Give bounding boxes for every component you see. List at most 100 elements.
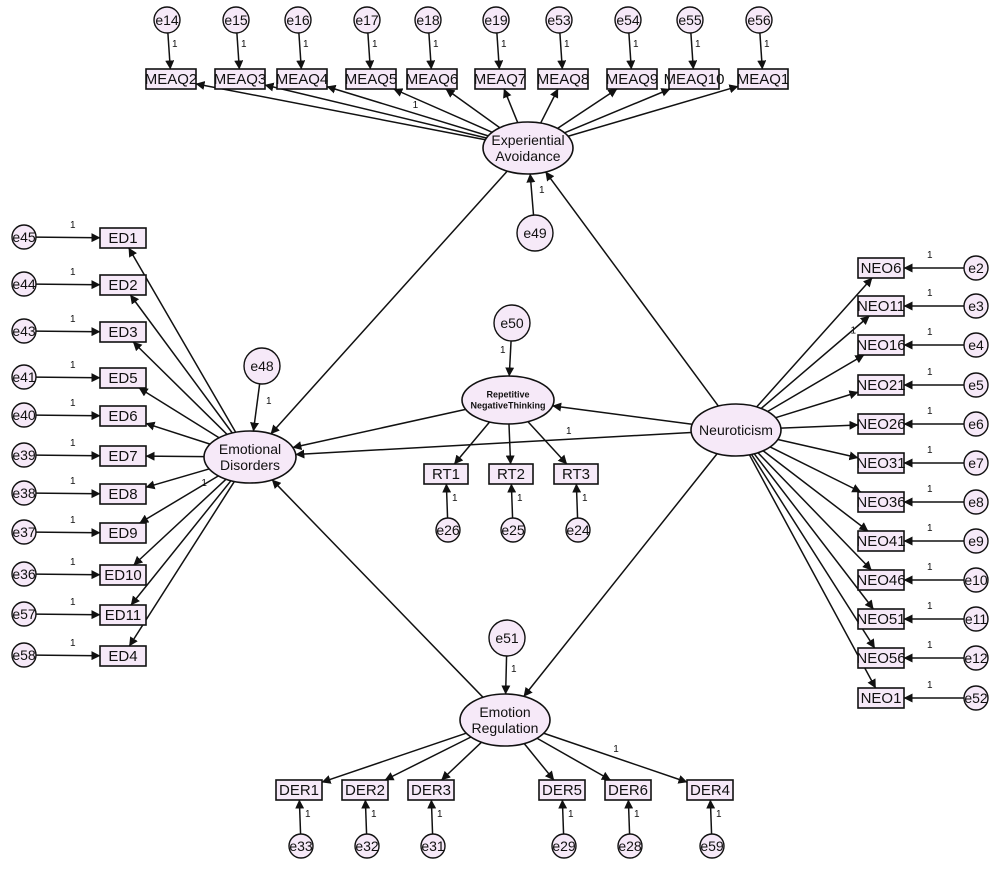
indicator-neo11-label: NEO11	[857, 298, 905, 315]
arrow-e43	[35, 327, 101, 337]
loading-neo6	[756, 277, 873, 408]
indicator-ed5-label: ED5	[108, 370, 137, 387]
arrow-e44	[35, 280, 101, 290]
arrow-e28	[624, 799, 634, 835]
indicator-rt2-label: RT2	[497, 466, 525, 483]
error-e8-label: e8	[968, 494, 984, 510]
weight-e58: 1	[70, 638, 76, 649]
indicator-ed10-label: ED10	[104, 567, 142, 584]
weight-e43: 1	[70, 314, 76, 325]
arrow-e32	[361, 799, 371, 835]
error-e28-label: e28	[618, 838, 642, 854]
indicator-ed6: ED6	[99, 405, 147, 427]
indicator-ed2: ED2	[99, 274, 147, 296]
indicator-neo56: NEO56	[856, 647, 906, 669]
indicator-neo6-box	[857, 257, 905, 279]
error-e38: e38	[11, 480, 37, 506]
loading-neo21	[775, 390, 859, 419]
indicator-der2-box	[341, 779, 389, 801]
weight-e32: 1	[371, 809, 377, 820]
weight-e37: 1	[70, 515, 76, 526]
weight-e49: 1	[539, 185, 545, 196]
arrow-e17	[365, 32, 375, 70]
arrow-e19	[494, 32, 504, 70]
path-experiential-avoidance-to-emotional-disorders	[270, 170, 508, 435]
loading-meaq4-weight: 1	[413, 100, 419, 111]
disturbance-e51: e51	[488, 619, 526, 657]
error-e54-circle	[614, 6, 642, 34]
error-e41-circle	[11, 364, 37, 390]
error-e6: e6	[963, 411, 989, 437]
error-e5: e5	[963, 372, 989, 398]
indicator-meaq7: MEAQ7	[474, 68, 526, 90]
indicator-neo26: NEO26	[856, 413, 906, 435]
arrow-e29	[558, 799, 568, 835]
disturbance-e48-label: e48	[250, 358, 274, 374]
error-e7: e7	[963, 450, 989, 476]
weight-e48: 1	[266, 396, 272, 407]
error-e55-circle	[676, 6, 704, 34]
disturbance-e48: e48	[243, 347, 281, 385]
error-e5-label: e5	[968, 377, 984, 393]
disturbance-e49: e49	[516, 214, 554, 252]
indicator-ed10-box	[99, 564, 147, 586]
arrow-e14	[165, 32, 175, 70]
error-e52-circle	[963, 685, 989, 711]
arrow-e39	[35, 451, 101, 461]
loading-meaq7	[503, 88, 519, 123]
error-e14: e14	[153, 6, 181, 34]
arrow-e38	[35, 489, 101, 499]
loading-meaq8	[539, 88, 559, 124]
indicator-neo1-label: NEO1	[861, 690, 902, 707]
indicator-neo16-box	[857, 334, 905, 356]
indicator-ed3-label: ED3	[108, 324, 137, 341]
weight-e39: 1	[70, 438, 76, 449]
weight-e14: 1	[172, 39, 178, 50]
indicator-der6-label: DER6	[608, 782, 648, 799]
arrow-e33	[295, 799, 305, 835]
indicator-ed5: ED5	[99, 367, 147, 389]
error-e31: e31	[420, 833, 446, 859]
indicator-meaq2-box	[145, 68, 197, 90]
error-e36-circle	[11, 561, 37, 587]
error-e38-label: e38	[12, 485, 36, 501]
arrow-e48	[250, 383, 261, 432]
latent-experiential-avoidance-label: Avoidance	[495, 148, 560, 164]
indicator-neo41-box	[857, 530, 905, 552]
indicator-neo56-label: NEO56	[856, 650, 905, 667]
error-e39-label: e39	[12, 447, 36, 463]
indicator-ed6-label: ED6	[108, 408, 137, 425]
error-e40-label: e40	[12, 407, 36, 423]
error-e57-label: e57	[12, 606, 36, 622]
error-e11: e11	[963, 606, 989, 632]
weight-e18: 1	[433, 39, 439, 50]
weight-e9: 1	[927, 523, 933, 534]
latent-emotion-regulation-label: Regulation	[472, 720, 539, 736]
indicator-neo16-label: NEO16	[856, 337, 905, 354]
error-e28-circle	[617, 833, 643, 859]
weight-e59: 1	[716, 809, 722, 820]
indicator-meaq3: MEAQ3	[214, 68, 266, 90]
loading-meaq9	[557, 88, 618, 130]
path-neuroticism-to-emotional-disorders	[295, 431, 692, 459]
indicator-meaq1-label: MEAQ1	[737, 71, 790, 88]
arrow-e59	[706, 799, 716, 835]
loading-neo41	[762, 450, 869, 532]
error-e56-label: e56	[747, 12, 771, 28]
error-e24-circle	[565, 517, 591, 543]
error-e4-label: e4	[968, 337, 984, 353]
disturbance-e49-circle	[516, 214, 554, 252]
indicator-neo1-box	[857, 687, 905, 709]
error-e8: e8	[963, 489, 989, 515]
error-e17-label: e17	[355, 12, 379, 28]
error-e29-circle	[551, 833, 577, 859]
indicator-ed9-label: ED9	[108, 525, 137, 542]
error-e8-circle	[963, 489, 989, 515]
loading-meaq6	[445, 88, 501, 129]
error-e59-label: e59	[700, 838, 724, 854]
error-e10-circle	[963, 567, 989, 593]
error-e5-circle	[963, 372, 989, 398]
disturbance-e51-circle	[488, 619, 526, 657]
indicator-neo41: NEO41	[856, 530, 906, 552]
